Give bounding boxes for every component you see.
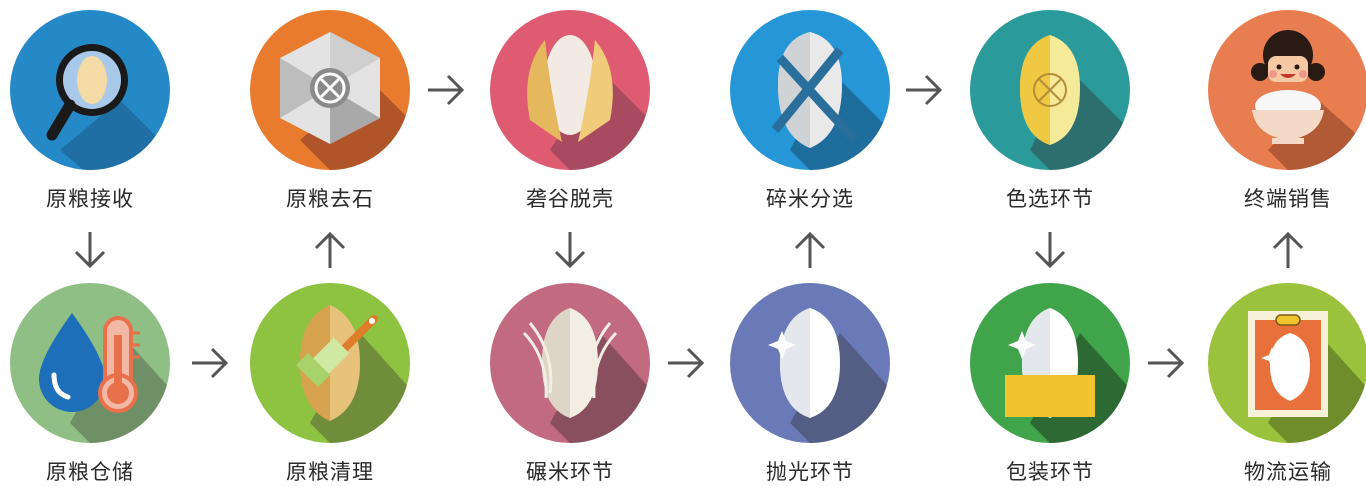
arrow-up-icon	[308, 228, 352, 272]
arrow-right-icon	[188, 341, 232, 385]
step-polishing	[730, 283, 890, 443]
step-label: 原粮仓储	[46, 460, 134, 484]
step-raw-grain-cleaning	[250, 283, 410, 443]
arrow-up-icon	[788, 228, 832, 272]
arrow-right-icon	[664, 341, 708, 385]
step-rice-milling	[490, 283, 650, 443]
girl-rice-bowl-icon	[1208, 10, 1366, 170]
arrow-up-icon	[1266, 228, 1310, 272]
step-label: 色选环节	[1006, 187, 1094, 211]
step-label: 包装环节	[1006, 460, 1094, 484]
magnifier-grain-icon	[10, 10, 170, 170]
step-label: 物流运输	[1244, 460, 1332, 484]
polish-sparkle-icon	[730, 283, 890, 443]
color-sorting-icon	[970, 10, 1130, 170]
arrow-right-icon	[902, 68, 946, 112]
step-label: 原粮去石	[286, 187, 374, 211]
step-raw-grain-receiving	[10, 10, 170, 170]
stone-removal-icon	[250, 10, 410, 170]
step-terminal-sales	[1208, 10, 1366, 170]
arrow-down-icon	[548, 228, 592, 272]
transport-icon	[1208, 283, 1366, 443]
broken-rice-icon	[730, 10, 890, 170]
step-broken-rice-sorting	[730, 10, 890, 170]
step-label: 终端销售	[1244, 187, 1332, 211]
husking-icon	[490, 10, 650, 170]
step-logistics	[1208, 283, 1366, 443]
step-husking	[490, 10, 650, 170]
package-icon	[970, 283, 1130, 443]
drop-thermometer-icon	[10, 283, 170, 443]
arrow-down-icon	[1028, 228, 1072, 272]
step-raw-grain-destoning	[250, 10, 410, 170]
arrow-right-icon	[1144, 341, 1188, 385]
arrow-down-icon	[68, 228, 112, 272]
step-label: 抛光环节	[766, 460, 854, 484]
step-label: 原粮清理	[286, 460, 374, 484]
step-label: 砻谷脱壳	[526, 187, 614, 211]
brush-grain-icon	[250, 283, 410, 443]
step-color-sorting	[970, 10, 1130, 170]
step-label: 碎米分选	[766, 187, 854, 211]
step-packaging	[970, 283, 1130, 443]
arrow-right-icon	[424, 68, 468, 112]
step-label: 碾米环节	[526, 460, 614, 484]
step-label: 原粮接收	[46, 187, 134, 211]
step-raw-grain-storage	[10, 283, 170, 443]
milling-icon	[490, 283, 650, 443]
